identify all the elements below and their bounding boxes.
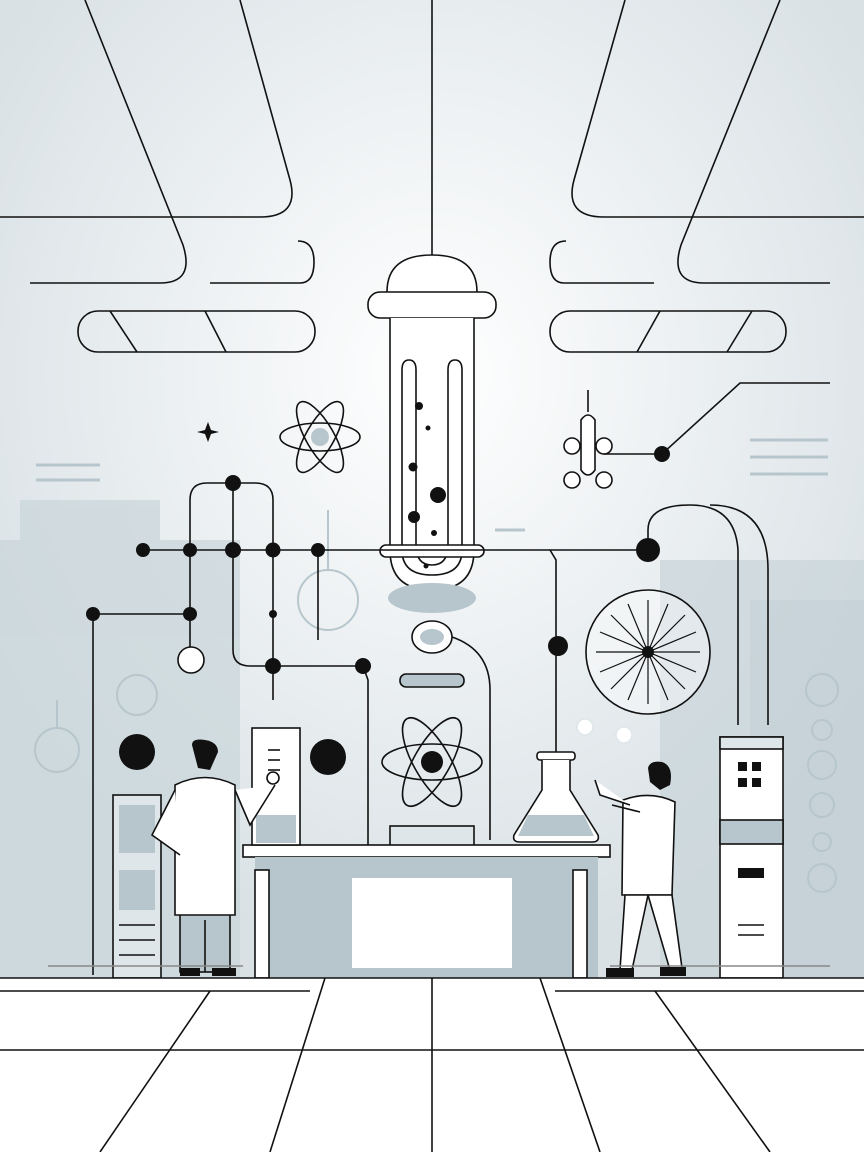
lab-bench [242,844,611,979]
background-marks [34,438,839,893]
light-dots [576,718,633,744]
atom-icon [279,400,361,474]
molecule-device [563,382,830,489]
atom-stand [389,825,475,847]
left-cabinet [112,794,162,979]
hanging-bulb [177,646,205,674]
radial-wheel [585,589,711,715]
sparkle-icon [197,422,219,442]
floor [0,965,864,1152]
pipe-nodes [86,446,670,775]
ceiling-lines [0,0,864,353]
beaker [251,727,301,846]
capsule [399,673,465,688]
bubbles [408,402,446,569]
scientist-left [150,739,280,976]
right-cabinet [719,736,784,979]
scientist-right [594,761,686,977]
erlenmeyer-flask [512,751,600,843]
